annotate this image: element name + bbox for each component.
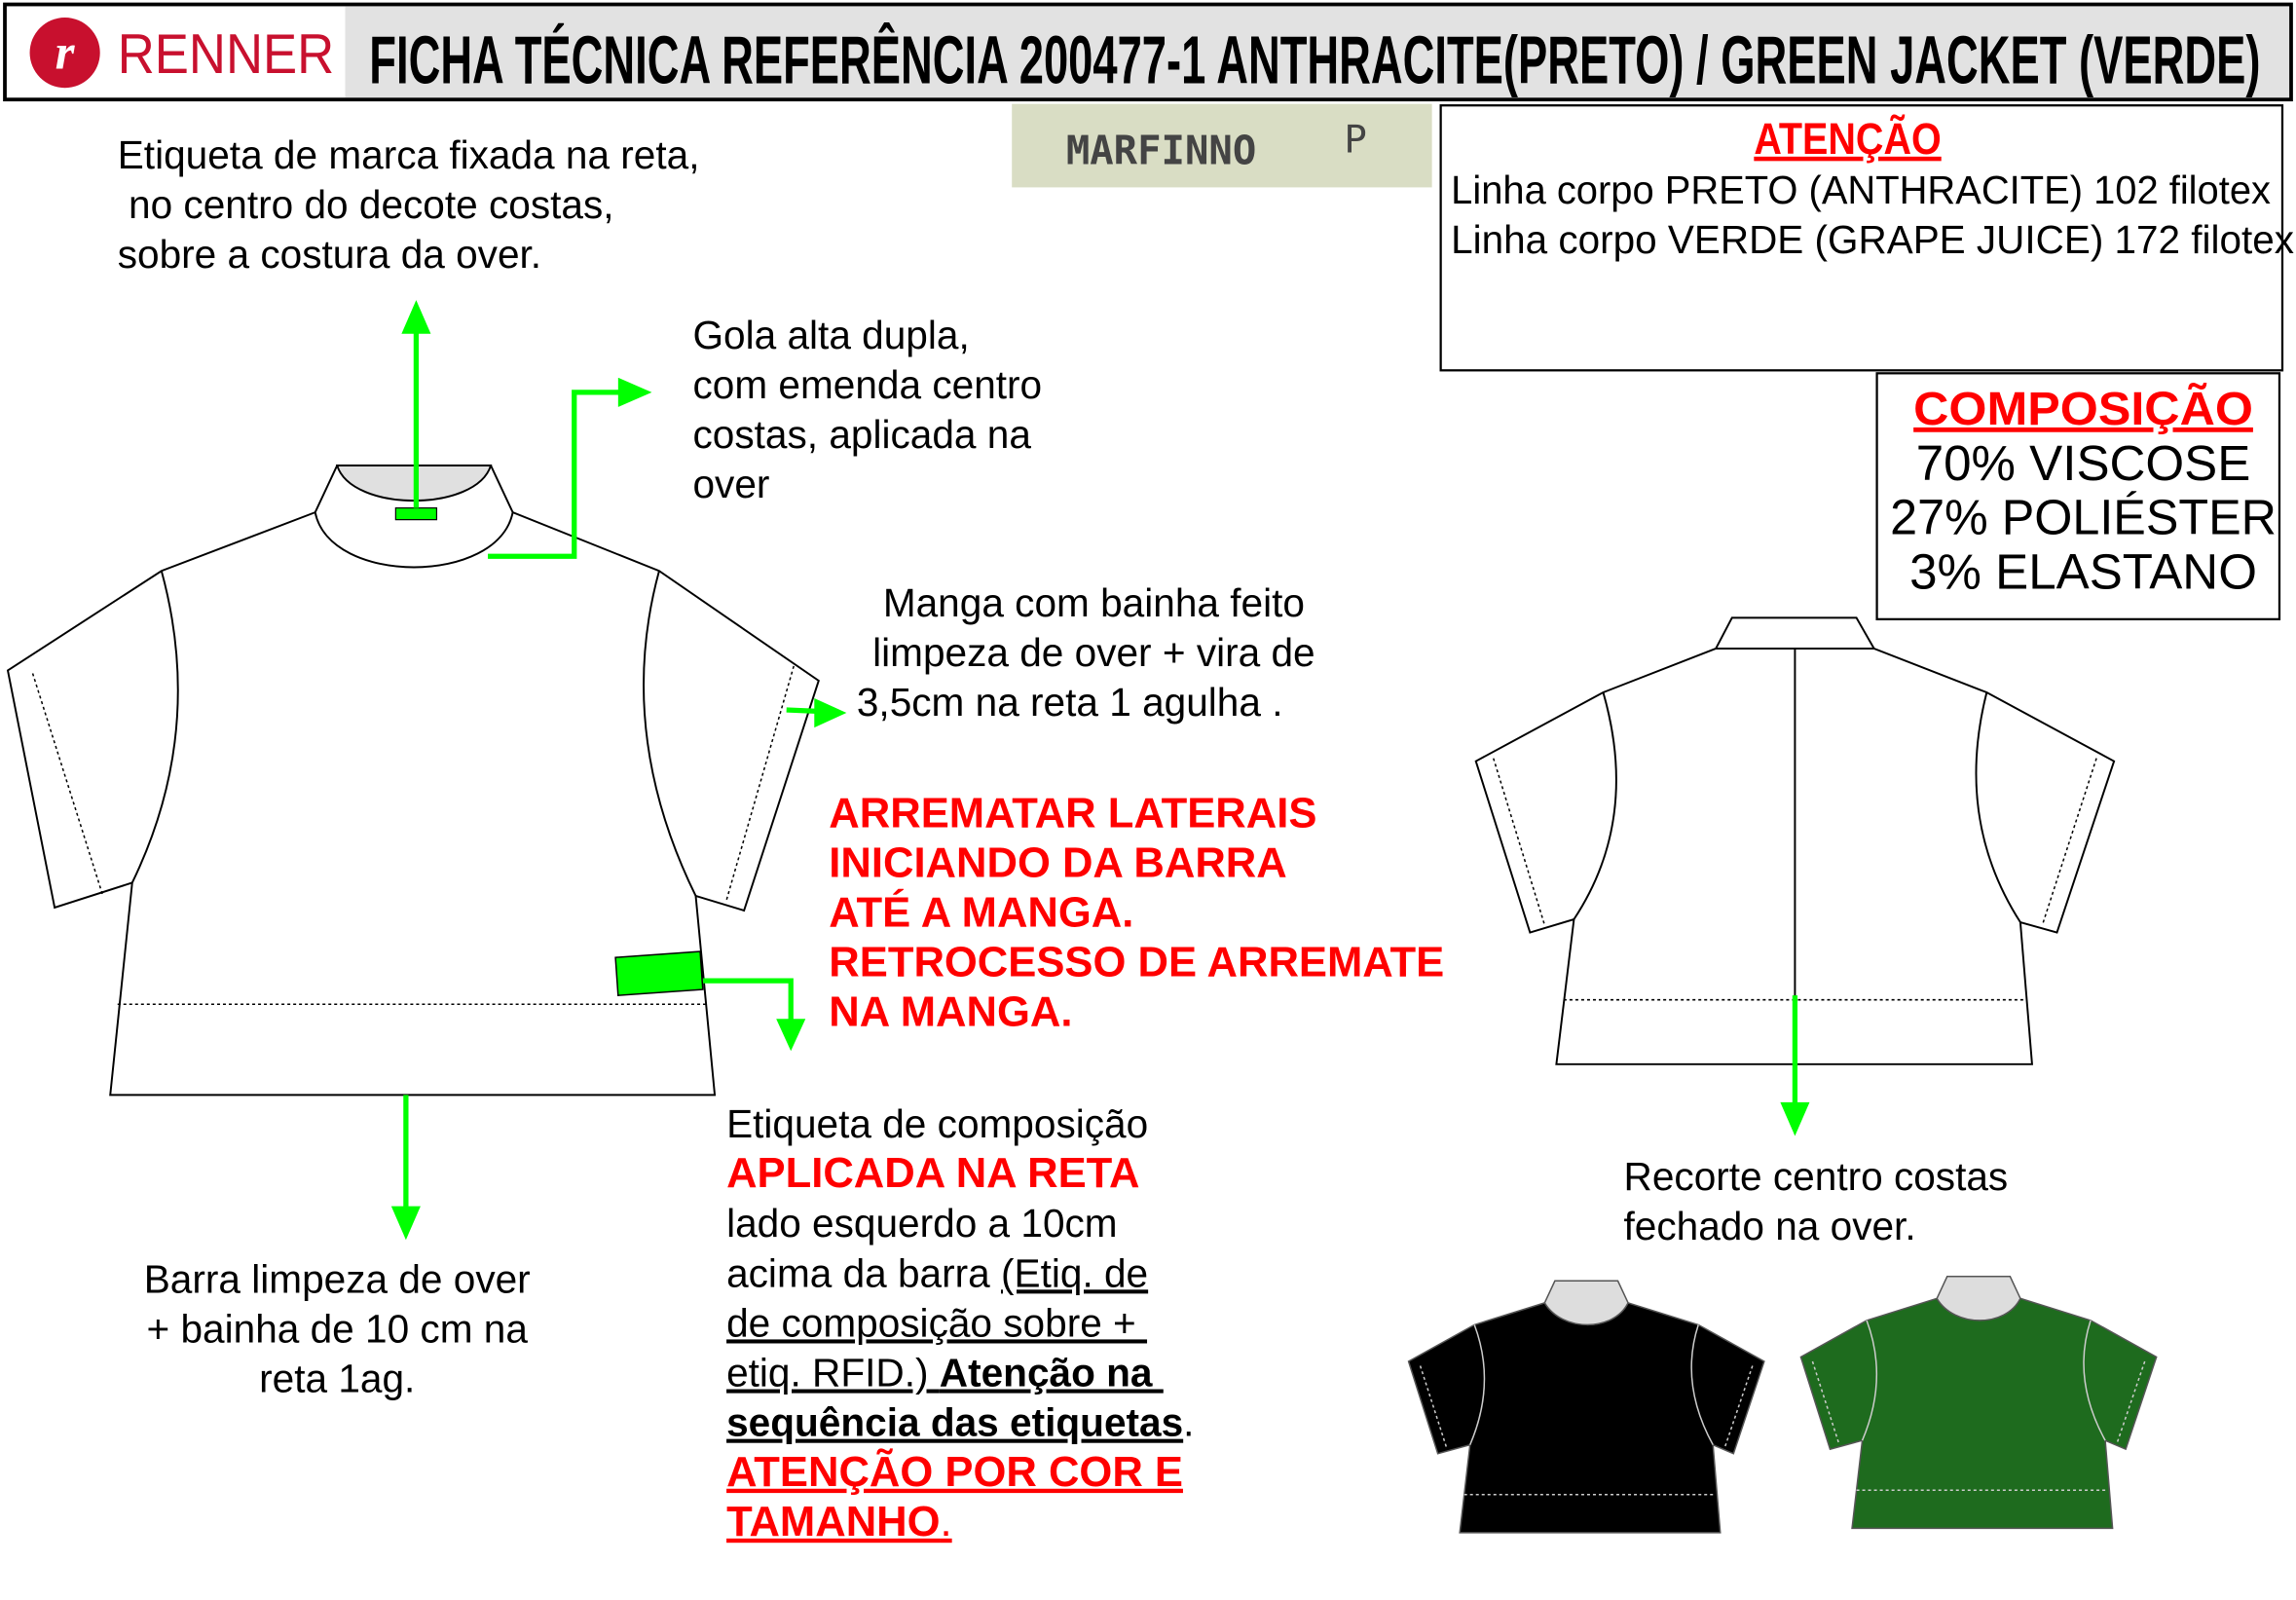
svg-text:acima da barra (Etiq. de: acima da barra (Etiq. de (726, 1250, 1148, 1295)
hem-note: Barra limpeza de over + bainha de 10 cm … (144, 1256, 531, 1400)
svg-text:3% ELASTANO: 3% ELASTANO (1909, 543, 2257, 599)
attention-box: ATENÇÃO Linha corpo PRETO (ANTHRACITE) 1… (1439, 104, 2294, 372)
svg-text:costas, aplicada na: costas, aplicada na (693, 412, 1032, 457)
composition-label-marker (614, 950, 704, 996)
svg-text:limpeza de over + vira de: limpeza de over + vira de (872, 630, 1315, 675)
header: r RENNER FICHA TÉCNICA REFERÊNCIA 200477… (3, 2, 2293, 102)
svg-text:reta 1ag.: reta 1ag. (259, 1357, 415, 1401)
side-seam-warning: ARREMATAR LATERAIS INICIANDO DA BARRA AT… (829, 790, 1444, 1035)
svg-text:P: P (1344, 118, 1367, 162)
arrow-right-icon (617, 377, 652, 407)
svg-text:ATÉ A MANGA.: ATÉ A MANGA. (829, 888, 1133, 937)
svg-text:Gola alta dupla,: Gola alta dupla, (693, 313, 970, 357)
brand-label-marker (394, 507, 438, 521)
brand-label-note: Etiqueta de marca fixada na reta, no cen… (118, 132, 700, 277)
page-title: FICHA TÉCNICA REFERÊNCIA 200477-1 ANTHRA… (369, 22, 2260, 98)
svg-text:Recorte centro costas: Recorte centro costas (1624, 1154, 2009, 1199)
svg-text:TAMANHO.: TAMANHO. (726, 1499, 952, 1545)
svg-text:COMPOSIÇÃO: COMPOSIÇÃO (1913, 382, 2253, 435)
svg-text:NA MANGA.: NA MANGA. (829, 989, 1072, 1036)
collar-note: Gola alta dupla, com emenda centro costa… (693, 313, 1043, 506)
svg-text:ARREMATAR LATERAIS: ARREMATAR LATERAIS (829, 790, 1316, 837)
svg-text:3,5cm na reta 1 agulha .: 3,5cm na reta 1 agulha . (857, 680, 1283, 725)
svg-text:INICIANDO DA BARRA: INICIANDO DA BARRA (829, 839, 1286, 886)
composition-box: COMPOSIÇÃO 70% VISCOSE 27% POLIÉSTER 3% … (1875, 372, 2281, 620)
svg-text:no centro do decote costas,: no centro do decote costas, (118, 182, 614, 227)
svg-text:r: r (56, 25, 76, 81)
svg-text:Linha corpo VERDE (GRAPE JUIC: Linha corpo VERDE (GRAPE JUICE) 172 filo… (1451, 217, 2294, 262)
brand-label-photo: MARFINNO P (1012, 103, 1432, 188)
back-seam-note: Recorte centro costas fechado na over. (1624, 1154, 2009, 1248)
arrow-up-icon (401, 300, 431, 334)
svg-text:70% VISCOSE: 70% VISCOSE (1916, 435, 2251, 491)
svg-text:MARFINNO: MARFINNO (1066, 127, 1256, 173)
arrow-right-icon (814, 698, 847, 728)
svg-text:27% POLIÉSTER: 27% POLIÉSTER (1890, 490, 2277, 545)
svg-text:over: over (693, 462, 770, 506)
svg-text:ATENÇÃO: ATENÇÃO (1754, 114, 1941, 164)
svg-text:Barra limpeza de over: Barra limpeza de over (144, 1256, 531, 1301)
svg-text:Etiqueta de composição: Etiqueta de composição (726, 1101, 1148, 1146)
svg-text:RENNER: RENNER (118, 23, 334, 86)
back-view-drawing (1474, 616, 2116, 1065)
svg-text:com emenda centro: com emenda centro (693, 362, 1043, 407)
svg-text:etiq. RFID.) Atenção na: etiq. RFID.) Atenção na (726, 1351, 1164, 1395)
svg-text:Etiqueta de marca fixada na re: Etiqueta de marca fixada na reta, (118, 132, 700, 177)
renner-logo: r RENNER (29, 18, 334, 89)
svg-text:ATENÇÃO POR COR E: ATENÇÃO POR COR E (726, 1447, 1183, 1496)
arrow-down-icon (776, 1019, 806, 1052)
arrow-down-icon (390, 1206, 421, 1241)
svg-text:APLICADA NA RETA: APLICADA NA RETA (726, 1150, 1139, 1197)
svg-text:sequência das etiquetas.: sequência das etiquetas. (726, 1400, 1194, 1445)
sleeve-note: Manga com bainha feito limpeza de over +… (857, 580, 1315, 725)
svg-text:Manga com bainha feito: Manga com bainha feito (883, 580, 1305, 625)
svg-text:+ bainha de 10 cm na: + bainha de 10 cm na (147, 1306, 529, 1351)
annotation-arrows (390, 300, 1810, 1241)
svg-text:fechado na over.: fechado na over. (1624, 1204, 1916, 1248)
svg-text:lado esquerdo a 10cm: lado esquerdo a 10cm (726, 1201, 1118, 1246)
variant-green-shirt (1799, 1276, 2158, 1530)
arrow-down-icon (1780, 1101, 1810, 1136)
svg-text:Linha corpo PRETO (ANTHRACITE): Linha corpo PRETO (ANTHRACITE) 102 filot… (1451, 167, 2271, 212)
front-view-drawing (6, 465, 820, 1097)
svg-text:de composição sobre +: de composição sobre + (726, 1300, 1147, 1345)
variant-black-shirt (1407, 1280, 1765, 1534)
svg-text:sobre a costura da over.: sobre a costura da over. (118, 232, 541, 277)
svg-text:RETROCESSO DE ARREMATE: RETROCESSO DE ARREMATE (829, 940, 1444, 986)
composition-label-note: Etiqueta de composição APLICADA NA RETA … (726, 1101, 1194, 1545)
